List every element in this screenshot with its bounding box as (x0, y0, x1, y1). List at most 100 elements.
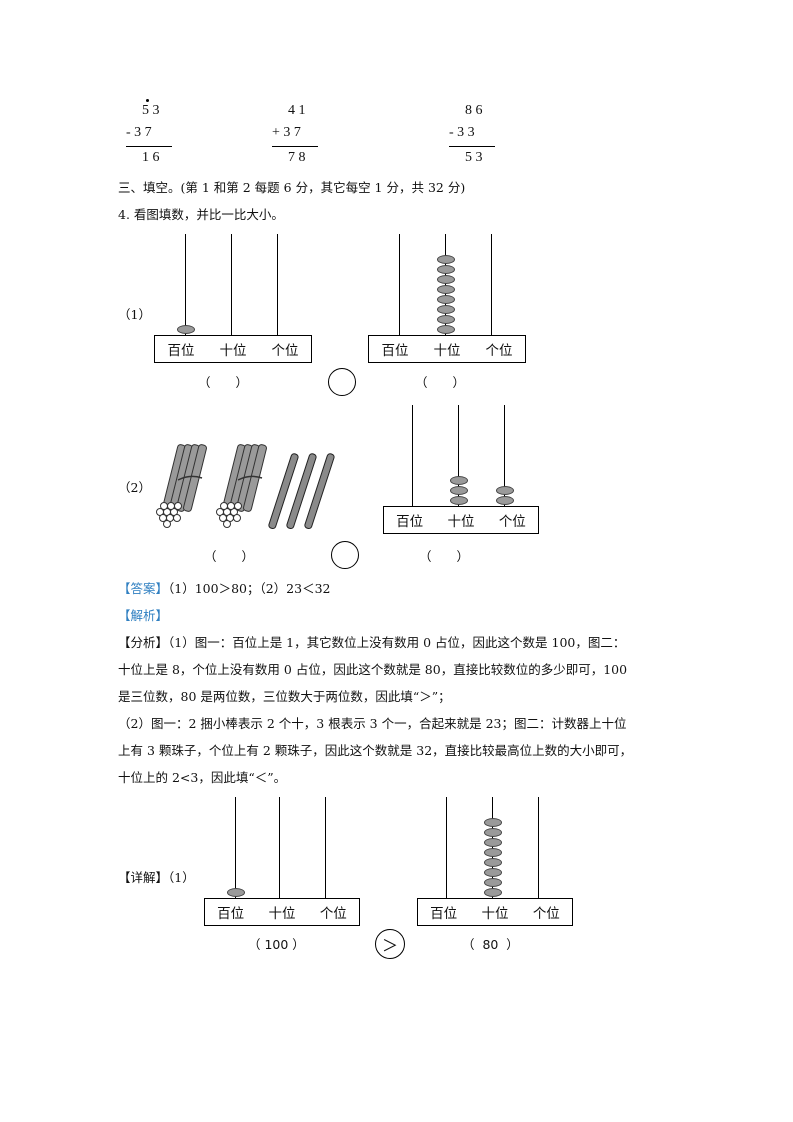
abacus-bead (437, 275, 455, 284)
abacus-detail-right: 百位 十位 个位 (417, 797, 575, 926)
answer-line: 【答案】（1）100＞80；（2）23＜32 (118, 579, 331, 599)
label-hundreds: 百位 (396, 514, 424, 530)
label-hundreds: 百位 (217, 906, 245, 922)
label-tens: 十位 (219, 343, 247, 359)
label-tens: 十位 (447, 514, 475, 530)
stick-bundle (216, 444, 267, 528)
abacus-q2-right: 百位 十位 个位 (383, 405, 541, 534)
abacus-bead (484, 838, 502, 847)
label-tens: 十位 (481, 906, 509, 922)
part-1-label: （1） (118, 307, 151, 322)
analysis-line: 是三位数，80 是两位数，三位数大于两位数，因此填“＞”； (118, 689, 451, 704)
abacus-bead (484, 848, 502, 857)
abacus-bead (484, 878, 502, 887)
abacus-bead (450, 486, 468, 495)
abacus-bead (437, 305, 455, 314)
abacus-q1-left: 百位 十位 个位 (154, 234, 312, 363)
abacus-rod-ones (277, 234, 278, 335)
answer-blank[interactable]: （ ） (419, 549, 470, 564)
analysis-line: 上有 3 颗珠子，个位上有 2 颗珠子，因此这个数就是 32，直接比较最高位上数… (118, 743, 633, 758)
analysis-line: （2）图一：2 捆小棒表示 2 个十，3 根表示 3 个一，合起来就是 23；图… (118, 716, 627, 731)
abacus-bead (437, 295, 455, 304)
abacus-bead (484, 888, 502, 897)
abacus-bead (484, 818, 502, 827)
abacus-q1-right: 百位 十位 个位 (368, 234, 526, 363)
calc-top-number: 4 1 (288, 103, 306, 118)
abacus-bead (437, 265, 455, 274)
section-heading: 三、填空。(第 1 和第 2 每题 6 分，其它每空 1 分，共 32 分) (118, 180, 466, 195)
analysis-line: 十位上的 2<3，因此填“＜”。 (118, 770, 287, 785)
calc-result: 7 8 (288, 150, 306, 165)
abacus-rod-tens (458, 405, 459, 506)
abacus-bead (484, 858, 502, 867)
abacus-rod-hundreds (446, 797, 447, 898)
place-value-box: 百位 十位 个位 (154, 335, 312, 363)
calc-operand: - 3 7 (126, 125, 152, 140)
label-hundreds: 百位 (430, 906, 458, 922)
calc-top-number: 5 3 (142, 103, 160, 118)
compare-symbol: ＞ (381, 936, 398, 955)
label-tens: 十位 (268, 906, 296, 922)
abacus-rod-hundreds (235, 797, 236, 898)
abacus-rod-hundreds (412, 405, 413, 506)
stick-bundle (156, 444, 207, 528)
abacus-rod-ones (504, 405, 505, 506)
label-tens: 十位 (433, 343, 461, 359)
abacus-bead (450, 476, 468, 485)
abacus-rod-ones (538, 797, 539, 898)
analysis-tag: 【解析】 (118, 608, 169, 623)
abacus-rod-tens (279, 797, 280, 898)
label-hundreds: 百位 (167, 343, 195, 359)
answer-blank[interactable]: （ ） (204, 549, 255, 564)
answer-blank[interactable]: （ ） (415, 375, 466, 390)
calc-top-number: 8 6 (465, 103, 483, 118)
detail-answer-right: （ 80 ） (462, 937, 519, 952)
label-ones: 个位 (271, 343, 299, 359)
abacus-rod-tens (231, 234, 232, 335)
compare-circle[interactable] (331, 541, 359, 569)
abacus-rod-tens (445, 234, 446, 335)
calculation-3: 8 6 - 3 3 5 3 (449, 103, 499, 173)
abacus-bead (437, 285, 455, 294)
label-ones: 个位 (485, 343, 513, 359)
abacus-bead (177, 325, 195, 334)
abacus-bead (437, 325, 455, 334)
abacus-rod-ones (325, 797, 326, 898)
calc-operand: + 3 7 (272, 125, 301, 140)
place-value-box: 百位 十位 个位 (417, 898, 573, 926)
compare-circle-filled: ＞ (375, 929, 405, 959)
abacus-rod-hundreds (399, 234, 400, 335)
calc-line (449, 146, 495, 147)
abacus-detail-left: 百位 十位 个位 (204, 797, 362, 926)
abacus-bead (227, 888, 245, 897)
abacus-bead (437, 315, 455, 324)
label-hundreds: 百位 (381, 343, 409, 359)
place-value-box: 百位 十位 个位 (368, 335, 526, 363)
answer-text: （1）100＞80；（2）23＜32 (168, 581, 331, 596)
detail-label: 【详解】（1） (118, 870, 195, 885)
abacus-rod-hundreds (185, 234, 186, 335)
calc-line (126, 146, 172, 147)
place-value-box: 百位 十位 个位 (383, 506, 539, 534)
calculation-1: 5 3 - 3 7 1 6 (126, 99, 176, 173)
label-ones: 个位 (532, 906, 560, 922)
place-value-box: 百位 十位 个位 (204, 898, 360, 926)
answer-blank[interactable]: （ ） (198, 375, 249, 390)
abacus-rod-tens (492, 797, 493, 898)
abacus-bead (450, 496, 468, 505)
label-ones: 个位 (319, 906, 347, 922)
sticks-illustration (156, 444, 335, 530)
calc-operand: - 3 3 (449, 125, 475, 140)
calculation-2: 4 1 + 3 7 7 8 (272, 103, 322, 173)
abacus-rod-ones (491, 234, 492, 335)
label-ones: 个位 (498, 514, 526, 530)
abacus-bead (484, 828, 502, 837)
answer-tag: 【答案】 (118, 581, 169, 596)
calc-line (272, 146, 318, 147)
question-text: 4. 看图填数，并比一比大小。 (118, 207, 284, 222)
carry-dot (146, 99, 149, 102)
analysis-line: 【分析】（1）图一：百位上是 1，其它数位上没有数用 0 占位，因此这个数是 1… (118, 635, 626, 650)
abacus-bead (496, 496, 514, 505)
compare-circle[interactable] (328, 368, 356, 396)
abacus-bead (496, 486, 514, 495)
